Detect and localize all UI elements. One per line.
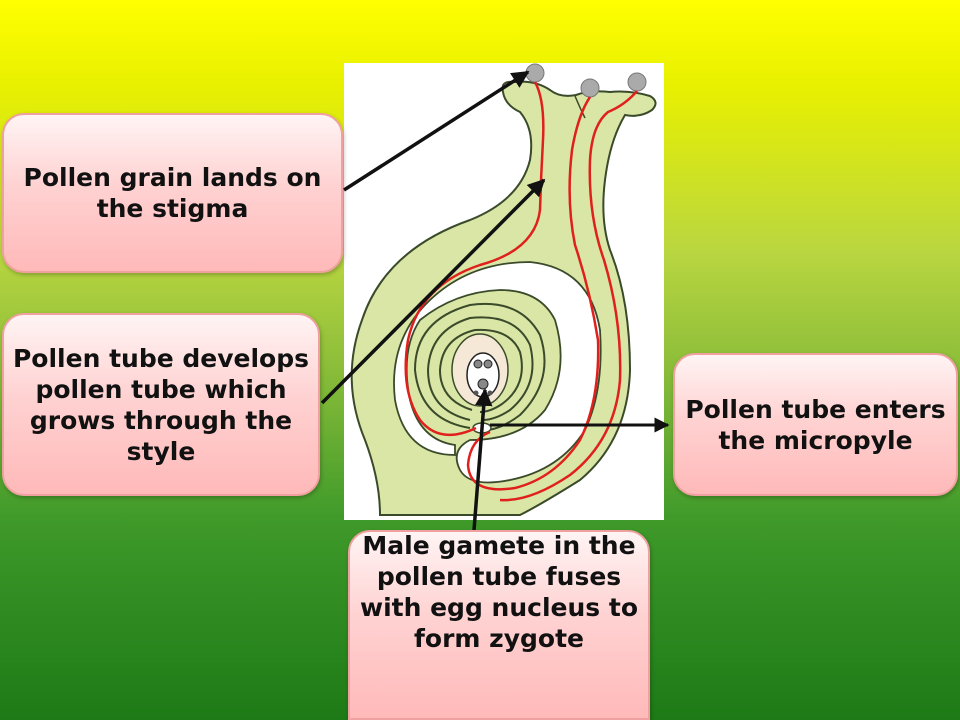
egg-apparatus xyxy=(466,352,500,398)
pollen-tube-left xyxy=(404,81,545,437)
arrow-to-egg xyxy=(472,388,493,531)
callout-stigma: Pollen grain lands on the stigma xyxy=(2,113,343,273)
callout-zygote: Male gamete in the pollen tube fuses wit… xyxy=(348,530,650,720)
synergid xyxy=(473,390,479,396)
callout-style: Pollen tube develops pollen tube which g… xyxy=(2,313,320,496)
inner-integument xyxy=(426,316,534,421)
callout-style-text: Pollen tube develops pollen tube which g… xyxy=(12,343,310,466)
outer-integument xyxy=(413,302,546,431)
callout-stigma-text: Pollen grain lands on the stigma xyxy=(23,163,322,223)
stigma-lobes xyxy=(574,95,586,119)
synergid xyxy=(487,390,493,396)
nucellus xyxy=(438,328,523,413)
arrow-to-style xyxy=(320,178,546,405)
callout-micropyle: Pollen tube enters the micropyle xyxy=(673,353,958,496)
pollen-grain xyxy=(580,78,600,98)
polar-nucleus xyxy=(473,359,483,369)
ovary-cavity xyxy=(393,261,602,484)
polar-nucleus xyxy=(483,359,493,369)
arrow-to-stigma xyxy=(343,70,530,192)
callout-zygote-text: Male gamete in the pollen tube fuses wit… xyxy=(359,531,638,653)
pollen-tube-middle xyxy=(466,96,600,491)
callout-micropyle-text: Pollen tube enters the micropyle xyxy=(685,394,946,455)
egg-nucleus xyxy=(477,378,489,390)
pollen-tube-right xyxy=(499,90,638,502)
pollen-grain xyxy=(525,63,545,83)
pollen-grain xyxy=(627,72,647,92)
